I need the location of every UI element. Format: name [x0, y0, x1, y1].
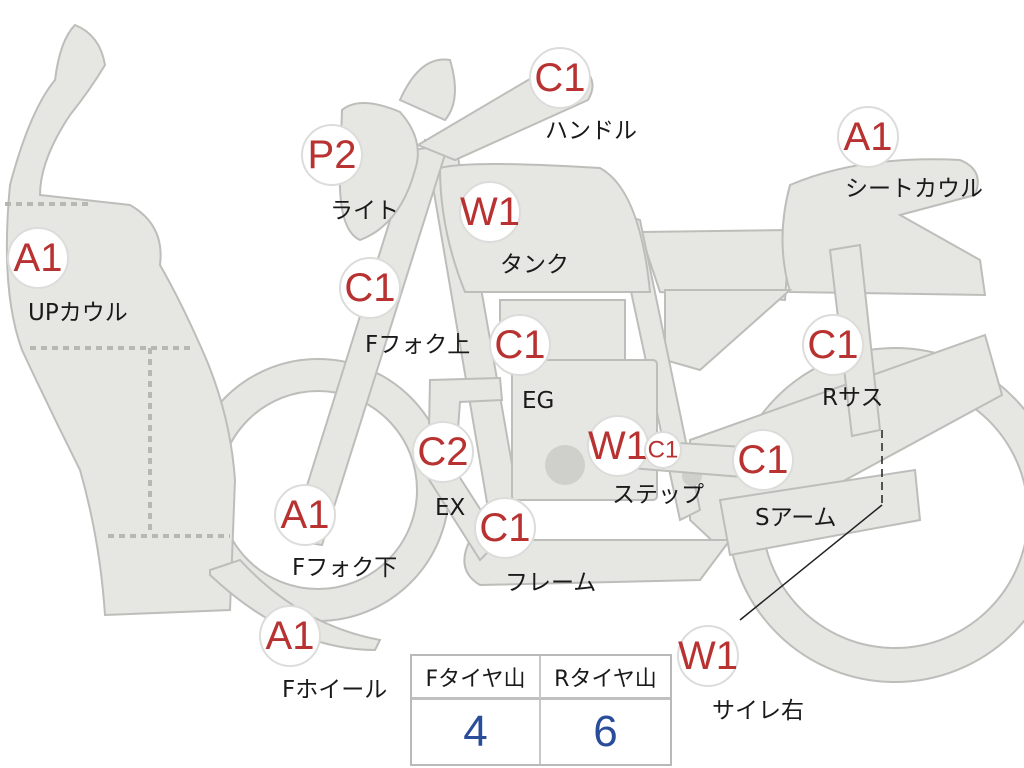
part-tank: W1 タンク	[459, 181, 569, 278]
part-frame: C1 フレーム	[474, 497, 596, 596]
code-badge	[489, 314, 551, 376]
tire-table: Fタイヤ山 Rタイヤ山 4 6	[410, 654, 672, 766]
front-tire-value: 4	[412, 700, 541, 764]
part-label: Fフォク下	[292, 555, 397, 581]
code-badge	[7, 227, 69, 289]
part-code: C1	[494, 323, 545, 367]
silencer-shape	[718, 468, 922, 557]
part-label: Fフォク上	[365, 332, 470, 358]
code-badge	[677, 625, 739, 687]
part-code: C1	[534, 56, 585, 100]
part-code: A1	[281, 493, 330, 537]
part-code: C1	[344, 266, 395, 310]
code-badge	[259, 605, 321, 667]
step-small-code: C1	[644, 431, 682, 469]
part-code: W1	[588, 424, 648, 468]
part-label: サイレ右	[712, 698, 804, 724]
part-label: Fホイール	[282, 677, 387, 703]
part-label: ステップ	[612, 482, 704, 508]
part-label: ライト	[330, 198, 399, 224]
part-code: A1	[14, 236, 63, 280]
part-light: P2 ライト	[301, 124, 399, 224]
seat	[638, 228, 792, 302]
front-tire-header: Fタイヤ山	[412, 656, 541, 700]
part-code: W1	[460, 190, 520, 234]
part-label: フレーム	[505, 570, 596, 596]
code-badge	[339, 257, 401, 319]
part-code: C2	[417, 430, 468, 474]
part-code: C1	[807, 323, 858, 367]
part-code: W1	[678, 634, 738, 678]
code-badge	[529, 47, 591, 109]
part-code: C1	[479, 506, 530, 550]
code-badge	[802, 314, 864, 376]
part-label: シートカウル	[845, 176, 983, 202]
part-code: C1	[737, 438, 788, 482]
part-silencer-right: W1 サイレ右	[677, 625, 804, 724]
code-badge	[274, 484, 336, 546]
cowl-panel-lines	[5, 202, 230, 538]
part-label: ハンドル	[545, 118, 637, 144]
code-badge	[732, 429, 794, 491]
up-cowl-shape	[5, 23, 237, 617]
part-label: Sアーム	[755, 505, 837, 531]
leader-lines	[739, 430, 883, 621]
step-small-code-text: C1	[648, 437, 679, 464]
code-badge	[459, 181, 521, 243]
code-badge	[837, 106, 899, 168]
part-seat-cowl: A1 シートカウル	[837, 106, 983, 202]
code-badge	[474, 497, 536, 559]
headlight-shape	[338, 102, 419, 242]
rear-tire-value: 6	[593, 707, 618, 756]
part-code: A1	[844, 115, 893, 159]
code-badge	[412, 421, 474, 483]
part-code: P2	[308, 133, 357, 177]
part-label: Rサス	[822, 385, 884, 411]
part-handle: C1 ハンドル	[529, 47, 637, 144]
part-label: EX	[435, 495, 466, 521]
part-label: UPカウル	[28, 300, 128, 326]
rear-tire-header: Rタイヤ山	[541, 656, 670, 700]
part-label: タンク	[500, 252, 569, 278]
part-code: A1	[266, 614, 315, 658]
part-label: EG	[522, 388, 554, 414]
code-badge	[301, 124, 363, 186]
